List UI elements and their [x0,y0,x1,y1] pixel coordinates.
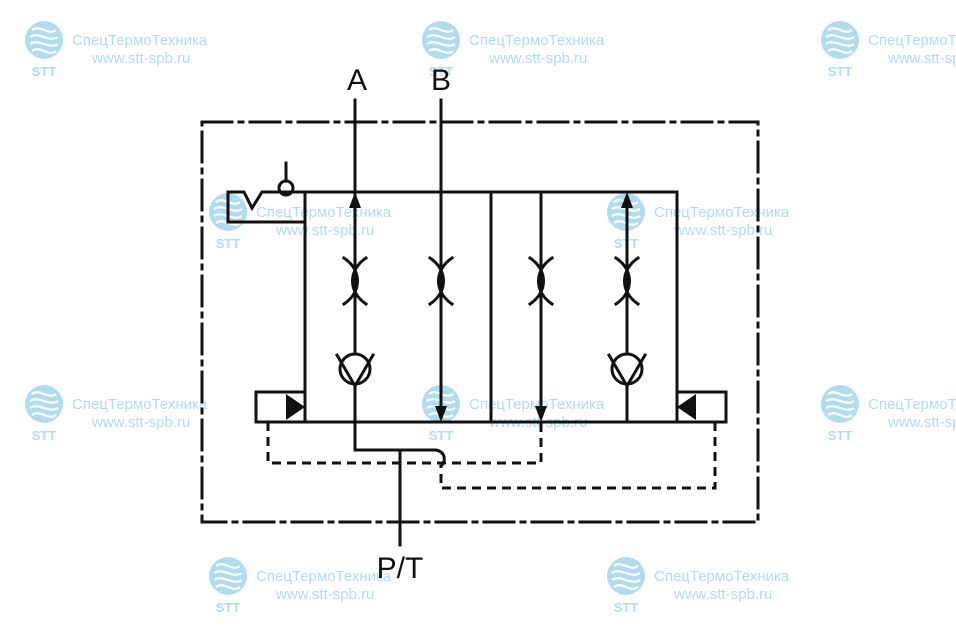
watermark-logo-icon [420,19,462,61]
watermark-abbr: STT [828,428,853,443]
watermark-company: СпецТермоТехника [72,396,208,413]
valve-body-right-section [489,190,679,424]
watermark-url: www.stt-spb.ru [91,50,190,67]
watermark-company: СпецТермоТехника [256,568,392,585]
watermark-company: СпецТермоТехника [256,204,392,221]
port-b-label: B [431,64,451,97]
watermark-abbr: STT [429,428,454,443]
watermark: STT СпецТермоТехника www.stt-spb.ru [819,19,956,79]
arrow-down-icon [535,406,547,422]
pilot-line-left [266,422,543,465]
watermark-company: СпецТермоТехника [654,204,790,221]
actuator-arrow-left-icon [677,394,696,420]
watermark-url: www.stt-spb.ru [275,586,374,603]
watermark: STT СпецТермоТехника www.stt-spb.ru [420,19,605,79]
watermark-logo-icon [23,383,65,425]
watermark-url: www.stt-spb.ru [887,50,956,67]
watermark-company: СпецТермоТехника [72,32,208,49]
valve-enclosure-boundary [200,120,760,524]
pilot-lines [266,422,717,490]
arrow-up-icon [621,192,633,208]
port-pt-label: P/T [377,552,424,585]
watermark: STT СпецТермоТехника www.stt-spb.ru [819,383,956,443]
watermark-company: СпецТермоТехника [469,32,605,49]
flow-path-pt-junction [353,448,446,469]
watermark-logo-icon [819,19,861,61]
pilot-line-right [439,422,717,490]
watermark-abbr: STT [32,64,57,79]
watermark-logo-icon [605,555,647,597]
watermark-company: СпецТермоТехника [654,568,790,585]
throttle-icon [527,255,555,307]
watermark: STT СпецТермоТехника www.stt-spb.ru [207,555,392,615]
port-a-label: A [347,64,367,97]
check-valve-seat-icon [606,352,648,389]
check-valve-seat-icon [334,352,376,389]
arrow-down-icon [435,406,447,422]
watermark-abbr: STT [216,236,241,251]
throttle-icon [427,255,455,307]
watermark-url: www.stt-spb.ru [673,222,772,239]
watermark-abbr: STT [429,64,454,79]
watermark-url: www.stt-spb.ru [488,50,587,67]
watermark: STT СпецТермоТехника www.stt-spb.ru [207,191,392,251]
watermark: STT СпецТермоТехника www.stt-spb.ru [23,19,208,79]
watermark: STT СпецТермоТехника www.stt-spb.ru [420,383,605,443]
watermark-company: СпецТермоТехника [868,32,956,49]
watermark: STT СпецТермоТехника www.stt-spb.ru [605,555,790,615]
watermark-abbr: STT [216,600,241,615]
watermark-logo-icon [23,19,65,61]
actuator-arrow-right-icon [286,394,305,420]
arrow-up-icon [349,192,361,208]
watermark-company: СпецТермоТехника [868,396,956,413]
watermark: STT СпецТермоТехника www.stt-spb.ru [23,383,208,443]
watermark: STT СпецТермоТехника www.stt-spb.ru [605,191,790,251]
watermark-url: www.stt-spb.ru [275,222,374,239]
watermark-url: www.stt-spb.ru [673,586,772,603]
watermark-url: www.stt-spb.ru [91,414,190,431]
watermark-abbr: STT [828,64,853,79]
watermark-company: СпецТермоТехника [469,396,605,413]
throttle-icon [613,255,641,307]
watermark-logo-icon [207,555,249,597]
watermark-abbr: STT [32,428,57,443]
watermark-layer: STT СпецТермоТехника www.stt-spb.ru STT … [23,19,956,615]
watermark-url: www.stt-spb.ru [887,414,956,431]
throttle-icon [341,255,369,307]
watermark-abbr: STT [614,600,639,615]
watermark-logo-icon [819,383,861,425]
